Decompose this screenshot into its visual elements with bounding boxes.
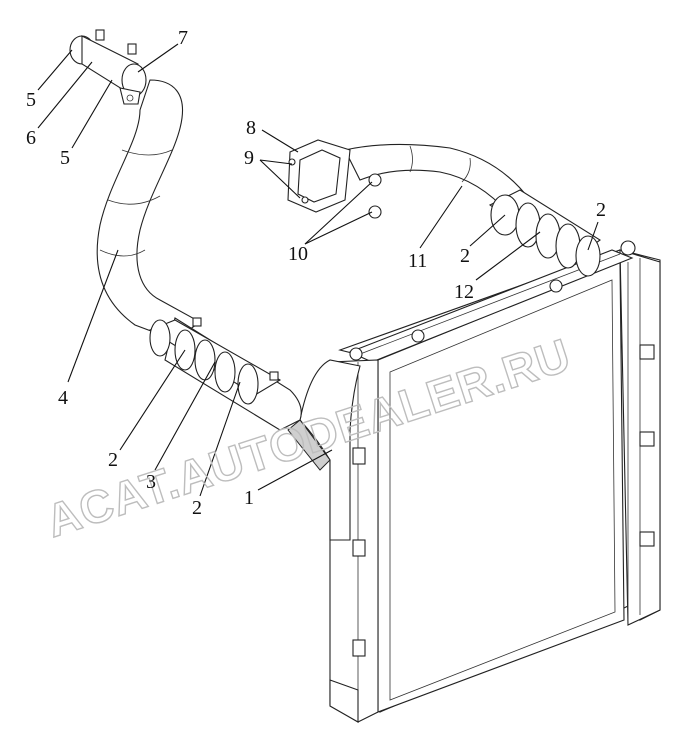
callout-1: 1 (244, 487, 254, 509)
upper-hose (69, 29, 147, 105)
left-coupling (148, 317, 282, 405)
callout-2-lower-right: 2 (192, 497, 202, 519)
callout-12: 12 (454, 281, 474, 303)
callout-6: 6 (26, 127, 36, 149)
callout-2-lower-left: 2 (108, 449, 118, 471)
callout-4: 4 (58, 387, 68, 409)
callout-8: 8 (246, 117, 256, 139)
callout-9: 9 (244, 147, 254, 169)
callout-3: 3 (146, 471, 156, 493)
callout-2-upper-right: 2 (596, 199, 606, 221)
callout-5-top: 5 (26, 89, 36, 111)
callout-10: 10 (288, 243, 308, 265)
callout-2-upper-left: 2 (460, 245, 470, 267)
callout-11: 11 (408, 250, 427, 272)
callout-labels: 5 6 5 7 8 9 10 11 2 2 12 4 2 3 2 1 (26, 27, 606, 519)
callout-5-bottom: 5 (60, 147, 70, 169)
leader-lines (37, 43, 599, 497)
callout-7: 7 (178, 27, 188, 49)
right-coupling (488, 189, 601, 277)
right-pipe (287, 139, 531, 219)
intercooler-core (287, 240, 661, 723)
